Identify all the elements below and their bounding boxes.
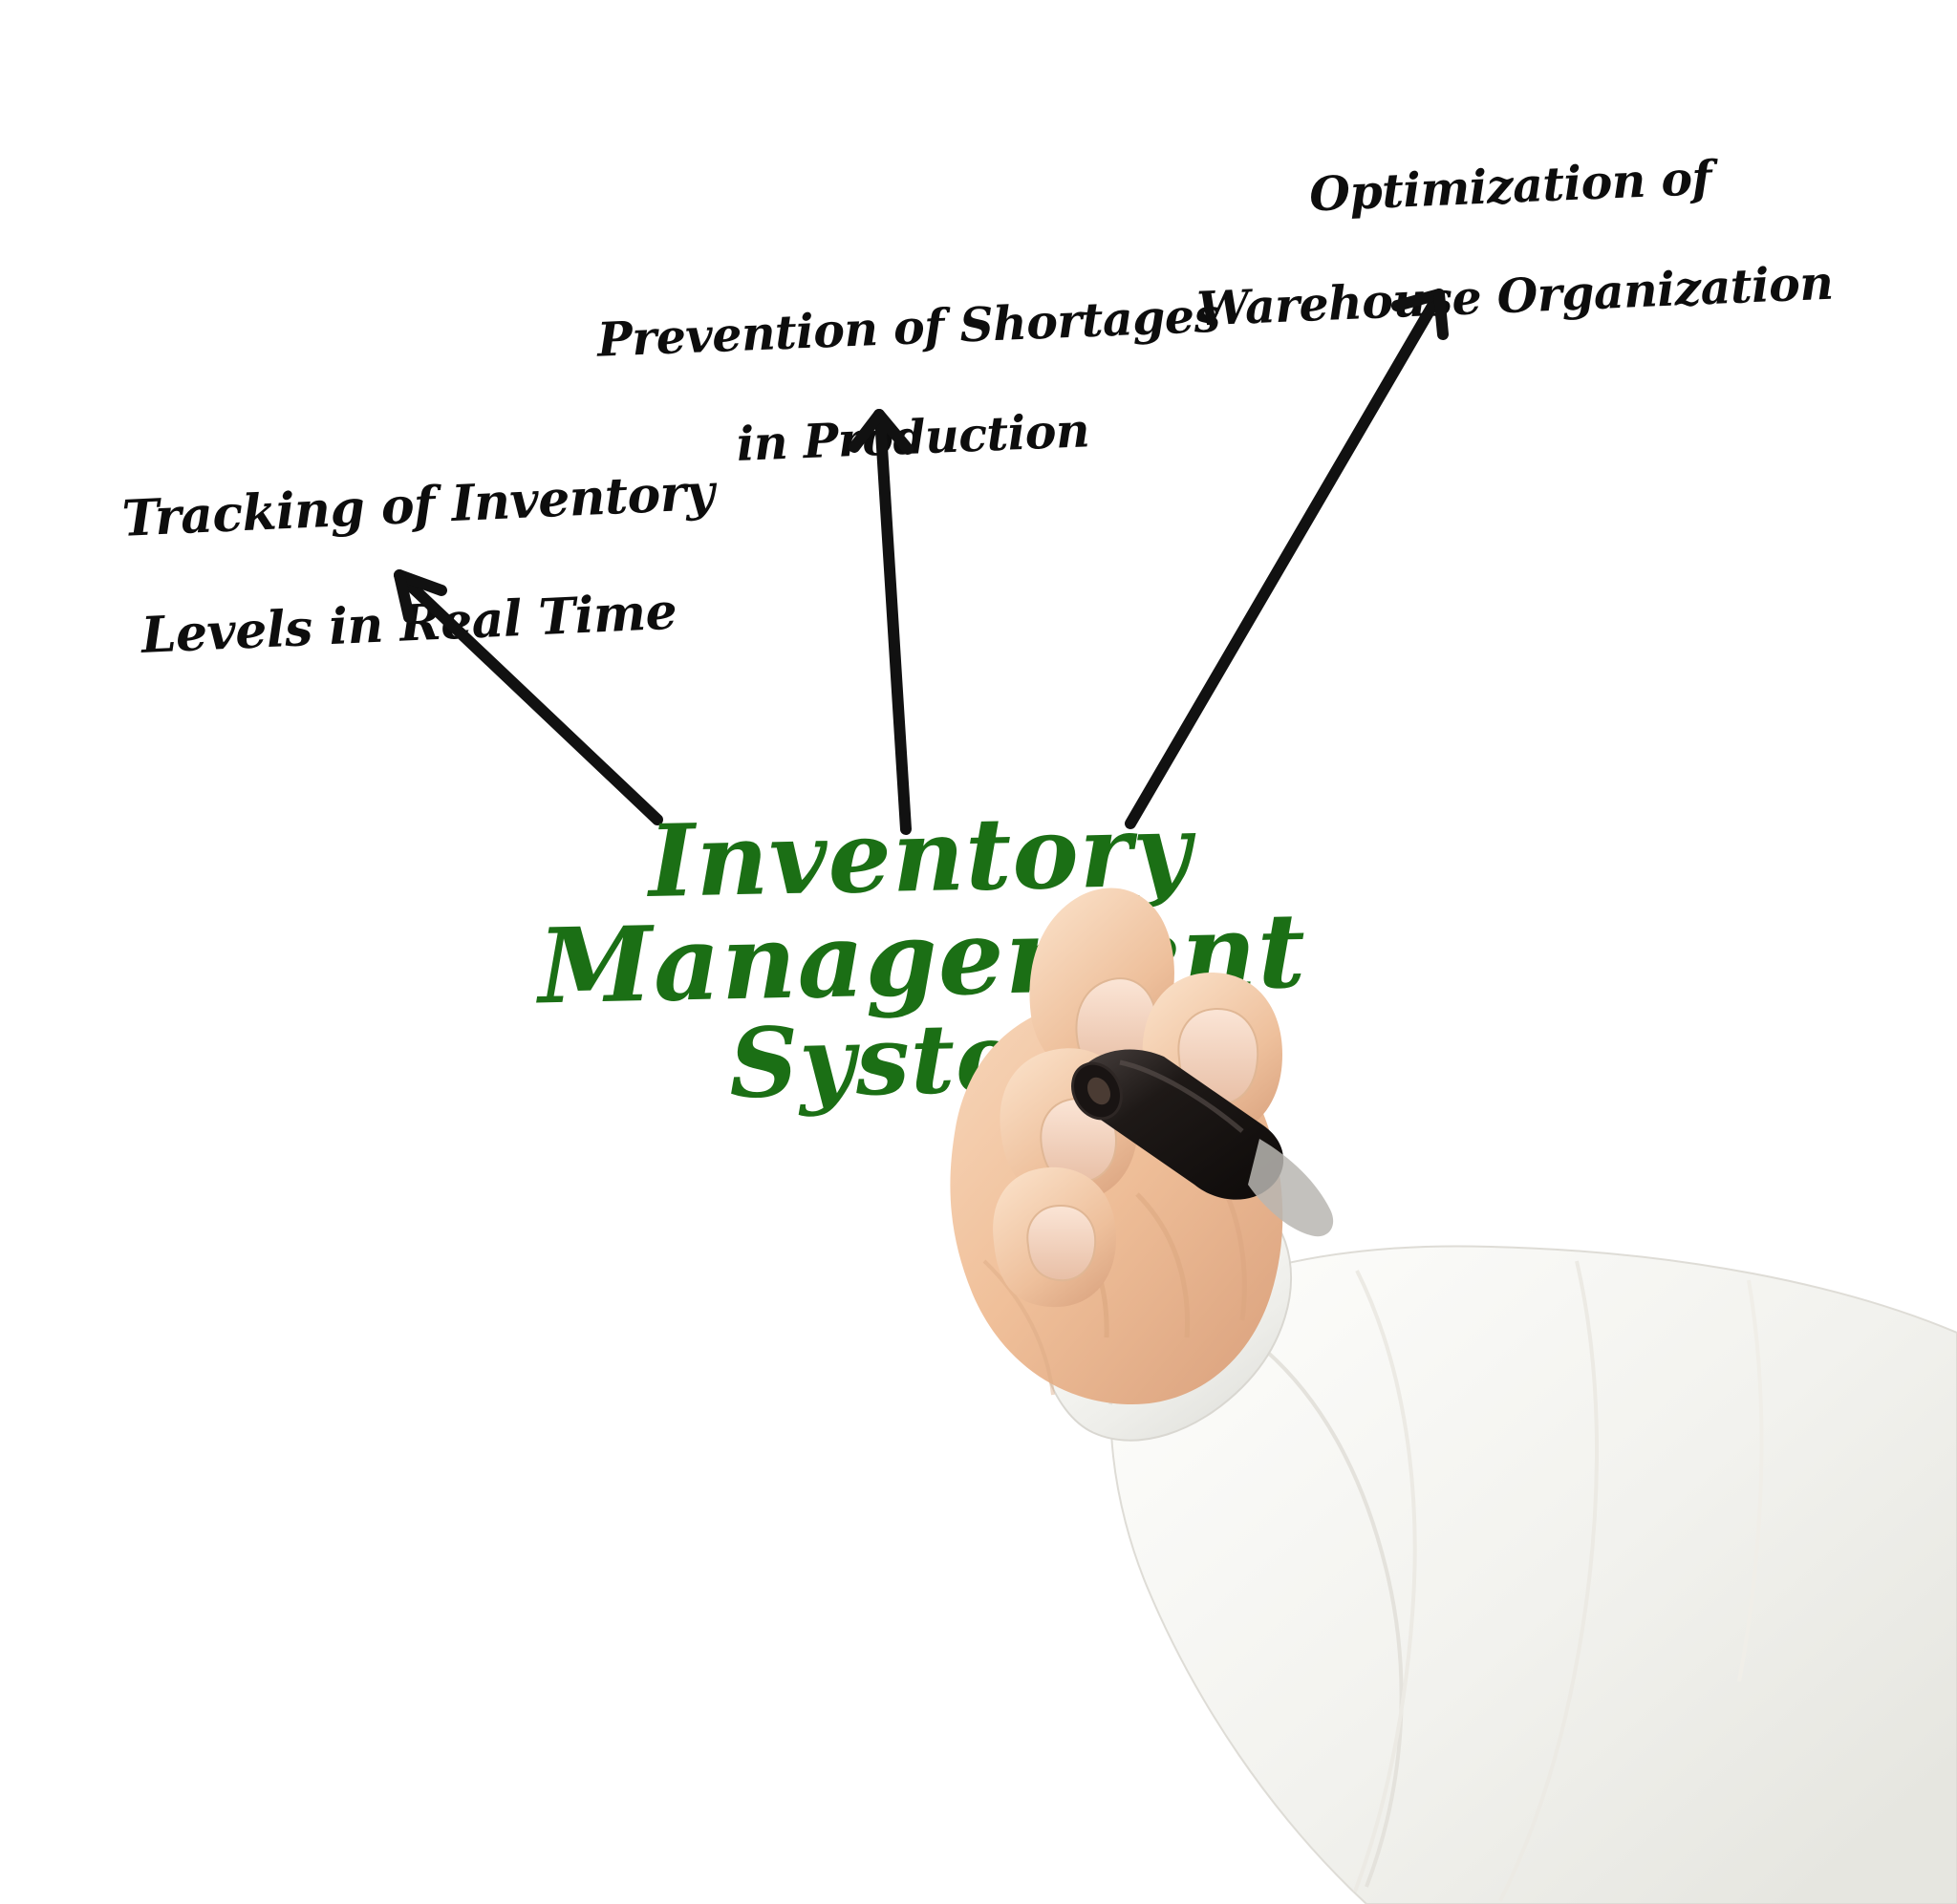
branch-label-optimization-line-1: Optimization of <box>1308 149 1713 223</box>
hand-lower-finger <box>993 1166 1116 1308</box>
branch-label-tracking-line-2: Levels in Real Time <box>140 582 678 666</box>
shirt-sleeve <box>1109 1245 1957 1904</box>
branch-label-prevention-line-2: in Production <box>735 402 1091 473</box>
shirt-cuff <box>1036 1187 1292 1442</box>
center-title: Inventory Management System <box>446 791 1399 1122</box>
branch-label-optimization: Optimization of Warehouse Organization <box>1103 90 1859 396</box>
branch-label-optimization-line-2: Warehouse Organization <box>1195 255 1835 337</box>
